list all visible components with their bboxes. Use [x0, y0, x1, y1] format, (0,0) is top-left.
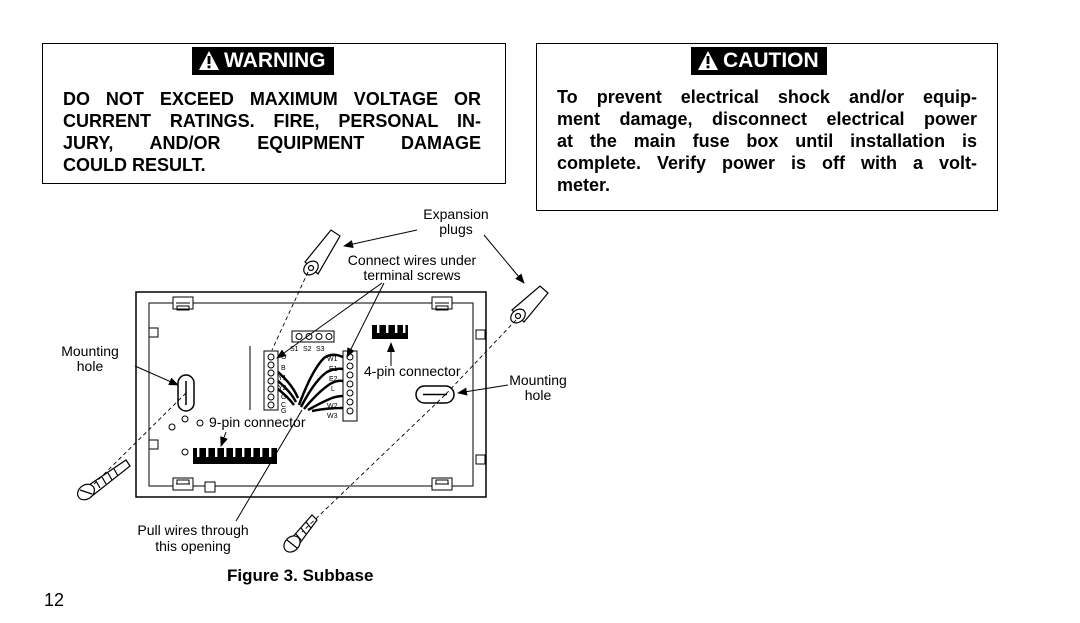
arrow-connect-right: [346, 282, 385, 358]
warning-line: JURY, AND/OR EQUIPMENT DAMAGE: [63, 133, 481, 153]
terminal-strip-left: [249, 346, 279, 411]
terminal-label-b: B: [281, 365, 286, 372]
terminal-label-l: L: [331, 386, 335, 393]
warning-box: WARNING DO NOT EXCEED MAXIMUM VOLTAGE OR…: [42, 43, 506, 184]
warning-line: COULD RESULT.: [63, 155, 206, 175]
label-connect-wires-1: Connect wires under: [348, 252, 477, 268]
screw-left: [77, 459, 131, 501]
label-mounting-hole-left-2: hole: [77, 358, 104, 374]
warning-line: DO NOT EXCEED MAXIMUM VOLTAGE OR: [63, 89, 481, 109]
caution-line: at the main fuse box until installation …: [557, 131, 977, 151]
terminal-label-s3: S3: [316, 346, 325, 353]
label-expansion-plugs-2: plugs: [439, 221, 472, 237]
label-mounting-hole-right-1: Mounting: [509, 372, 567, 388]
arrow-mount-left: [134, 365, 179, 386]
terminal-label-y1: Y1: [278, 375, 287, 382]
terminal-label-w3: W3: [327, 413, 338, 420]
arrow-mount-right: [457, 384, 509, 396]
terminal-label-y2: Y2: [278, 385, 287, 392]
caution-line: meter.: [557, 175, 611, 195]
caution-title: CAUTION: [723, 49, 819, 72]
caution-box: CAUTION To prevent electrical shock and/…: [536, 43, 998, 211]
label-pull-wires-1: Pull wires through: [137, 522, 248, 538]
corner-clip: [431, 296, 453, 311]
arrow-nine-pin: [220, 431, 228, 447]
pointer-pull-wires: [235, 409, 303, 522]
four-pin-connector: [372, 325, 408, 339]
warning-line: CURRENT RATINGS. FIRE, PERSONAL IN-: [63, 111, 481, 131]
warning-title: WARNING: [224, 49, 326, 72]
terminal-strip-top: [291, 330, 335, 343]
terminal-label-c: C: [281, 402, 286, 409]
caution-text: To prevent electrical shock and/or equip…: [557, 86, 977, 196]
wires: [277, 353, 344, 413]
terminal-label-g2: G: [281, 408, 286, 415]
mounting-hole-right: [415, 385, 455, 404]
corner-clip: [431, 477, 453, 491]
caution-line: complete. Verify power is off with a vol…: [557, 153, 977, 173]
warning-header: WARNING: [192, 47, 334, 75]
warning-text: DO NOT EXCEED MAXIMUM VOLTAGE OR CURRENT…: [63, 88, 481, 176]
terminal-label-g: G: [281, 394, 286, 401]
page-number: 12: [44, 590, 65, 610]
label-four-pin-connector: 4-pin connector: [364, 363, 461, 379]
screw-bottom: [283, 514, 318, 553]
arrow-expansion-right: [483, 234, 525, 284]
terminal-label-w2: W2: [327, 403, 338, 410]
caution-line: To prevent electrical shock and/or equip…: [557, 87, 977, 107]
terminal-strip-right: [342, 350, 358, 422]
label-nine-pin-connector: 9-pin connector: [209, 414, 306, 430]
label-mounting-hole-right-2: hole: [525, 387, 552, 403]
label-pull-wires-2: this opening: [155, 538, 231, 554]
expansion-plug-left: [303, 229, 341, 276]
caution-line: ment damage, disconnect electrical power: [557, 109, 977, 129]
terminal-label-s2: S2: [303, 346, 312, 353]
caution-triangle-icon: [698, 51, 718, 70]
arrow-expansion-left: [343, 229, 418, 248]
arrow-connect-left: [276, 282, 383, 359]
label-mounting-hole-left-1: Mounting: [61, 343, 119, 359]
figure-caption: Figure 3. Subbase: [227, 566, 374, 585]
label-expansion-plugs-1: Expansion: [423, 206, 488, 222]
corner-clip: [172, 296, 194, 311]
caution-header: CAUTION: [691, 47, 827, 75]
terminal-label-w1: W1: [327, 356, 338, 363]
terminal-label-s1: S1: [290, 346, 299, 353]
expansion-plug-right: [510, 285, 549, 324]
alignment-lines: [93, 271, 517, 533]
subbase-plate: [135, 291, 487, 498]
terminal-label-e2: E2: [329, 376, 338, 383]
nine-pin-connector: [193, 448, 277, 464]
warning-triangle-icon: [199, 51, 219, 70]
corner-clip: [172, 477, 194, 491]
label-connect-wires-2: terminal screws: [363, 267, 460, 283]
